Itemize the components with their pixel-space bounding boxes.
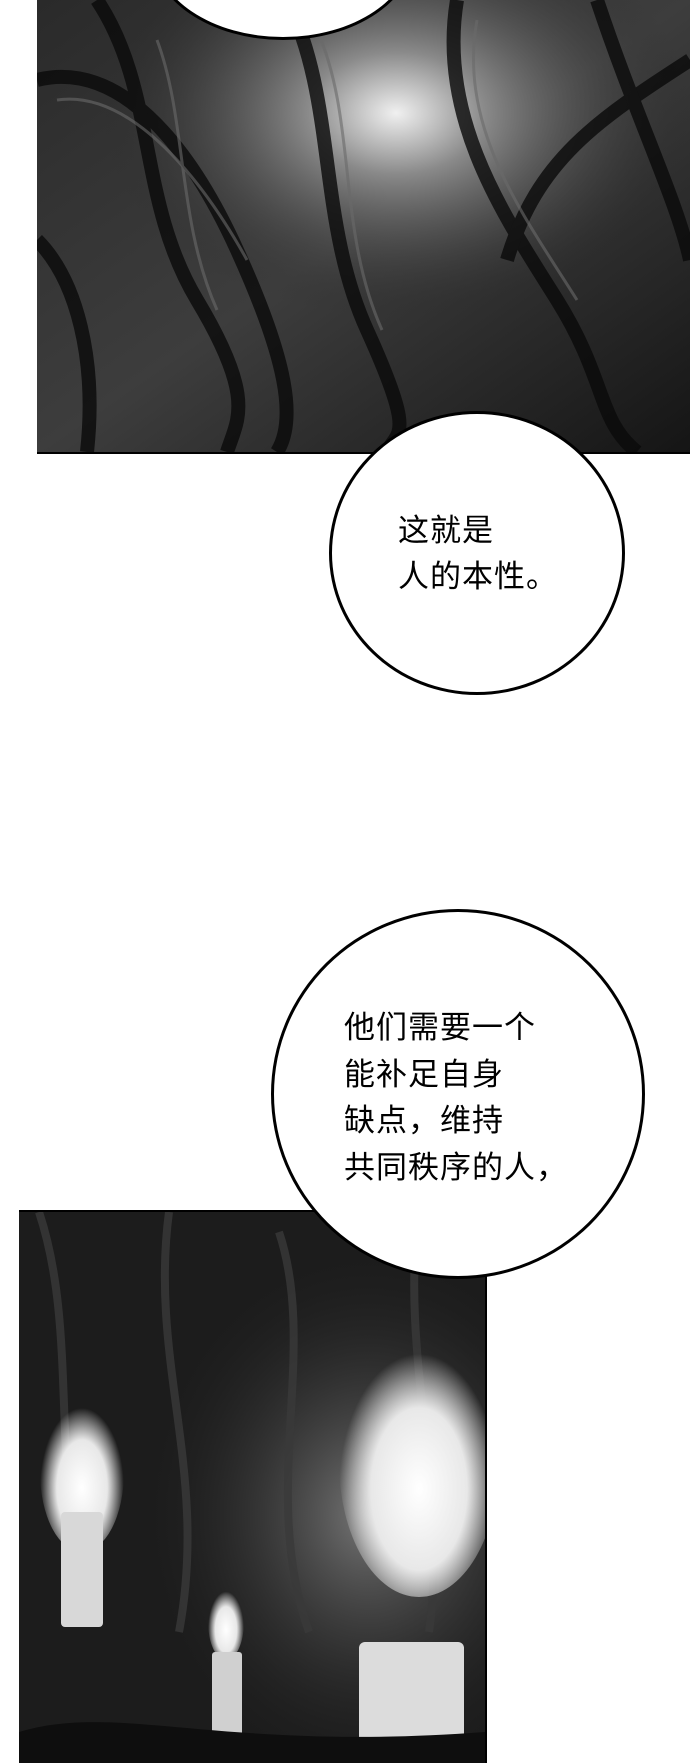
flame-right: [339, 1327, 485, 1597]
bubble-1-line-2: 人的本性。: [398, 559, 558, 595]
bubble-2-line-2: 能补足自身: [344, 1057, 504, 1093]
bubble-1-line-1: 这就是: [398, 513, 494, 549]
flame-left: [40, 1392, 124, 1552]
roots-artwork: [37, 0, 690, 452]
speech-bubble-2: [271, 909, 645, 1279]
bubble-2-line-4: 共同秩序的人，: [344, 1150, 568, 1186]
speech-bubble-1: [329, 411, 625, 695]
bubble-2-line-1: 他们需要一个: [344, 1010, 536, 1046]
top-panel-roots-illustration: [37, 0, 690, 454]
bubble-2-line-3: 缺点，维持: [344, 1103, 504, 1139]
candle-middle: [212, 1652, 242, 1742]
bottom-panel-candles-illustration: [19, 1210, 487, 1763]
candles-artwork: [19, 1212, 485, 1763]
candle-right: [359, 1642, 464, 1763]
flame-middle: [208, 1584, 244, 1660]
candle-left: [61, 1512, 103, 1627]
